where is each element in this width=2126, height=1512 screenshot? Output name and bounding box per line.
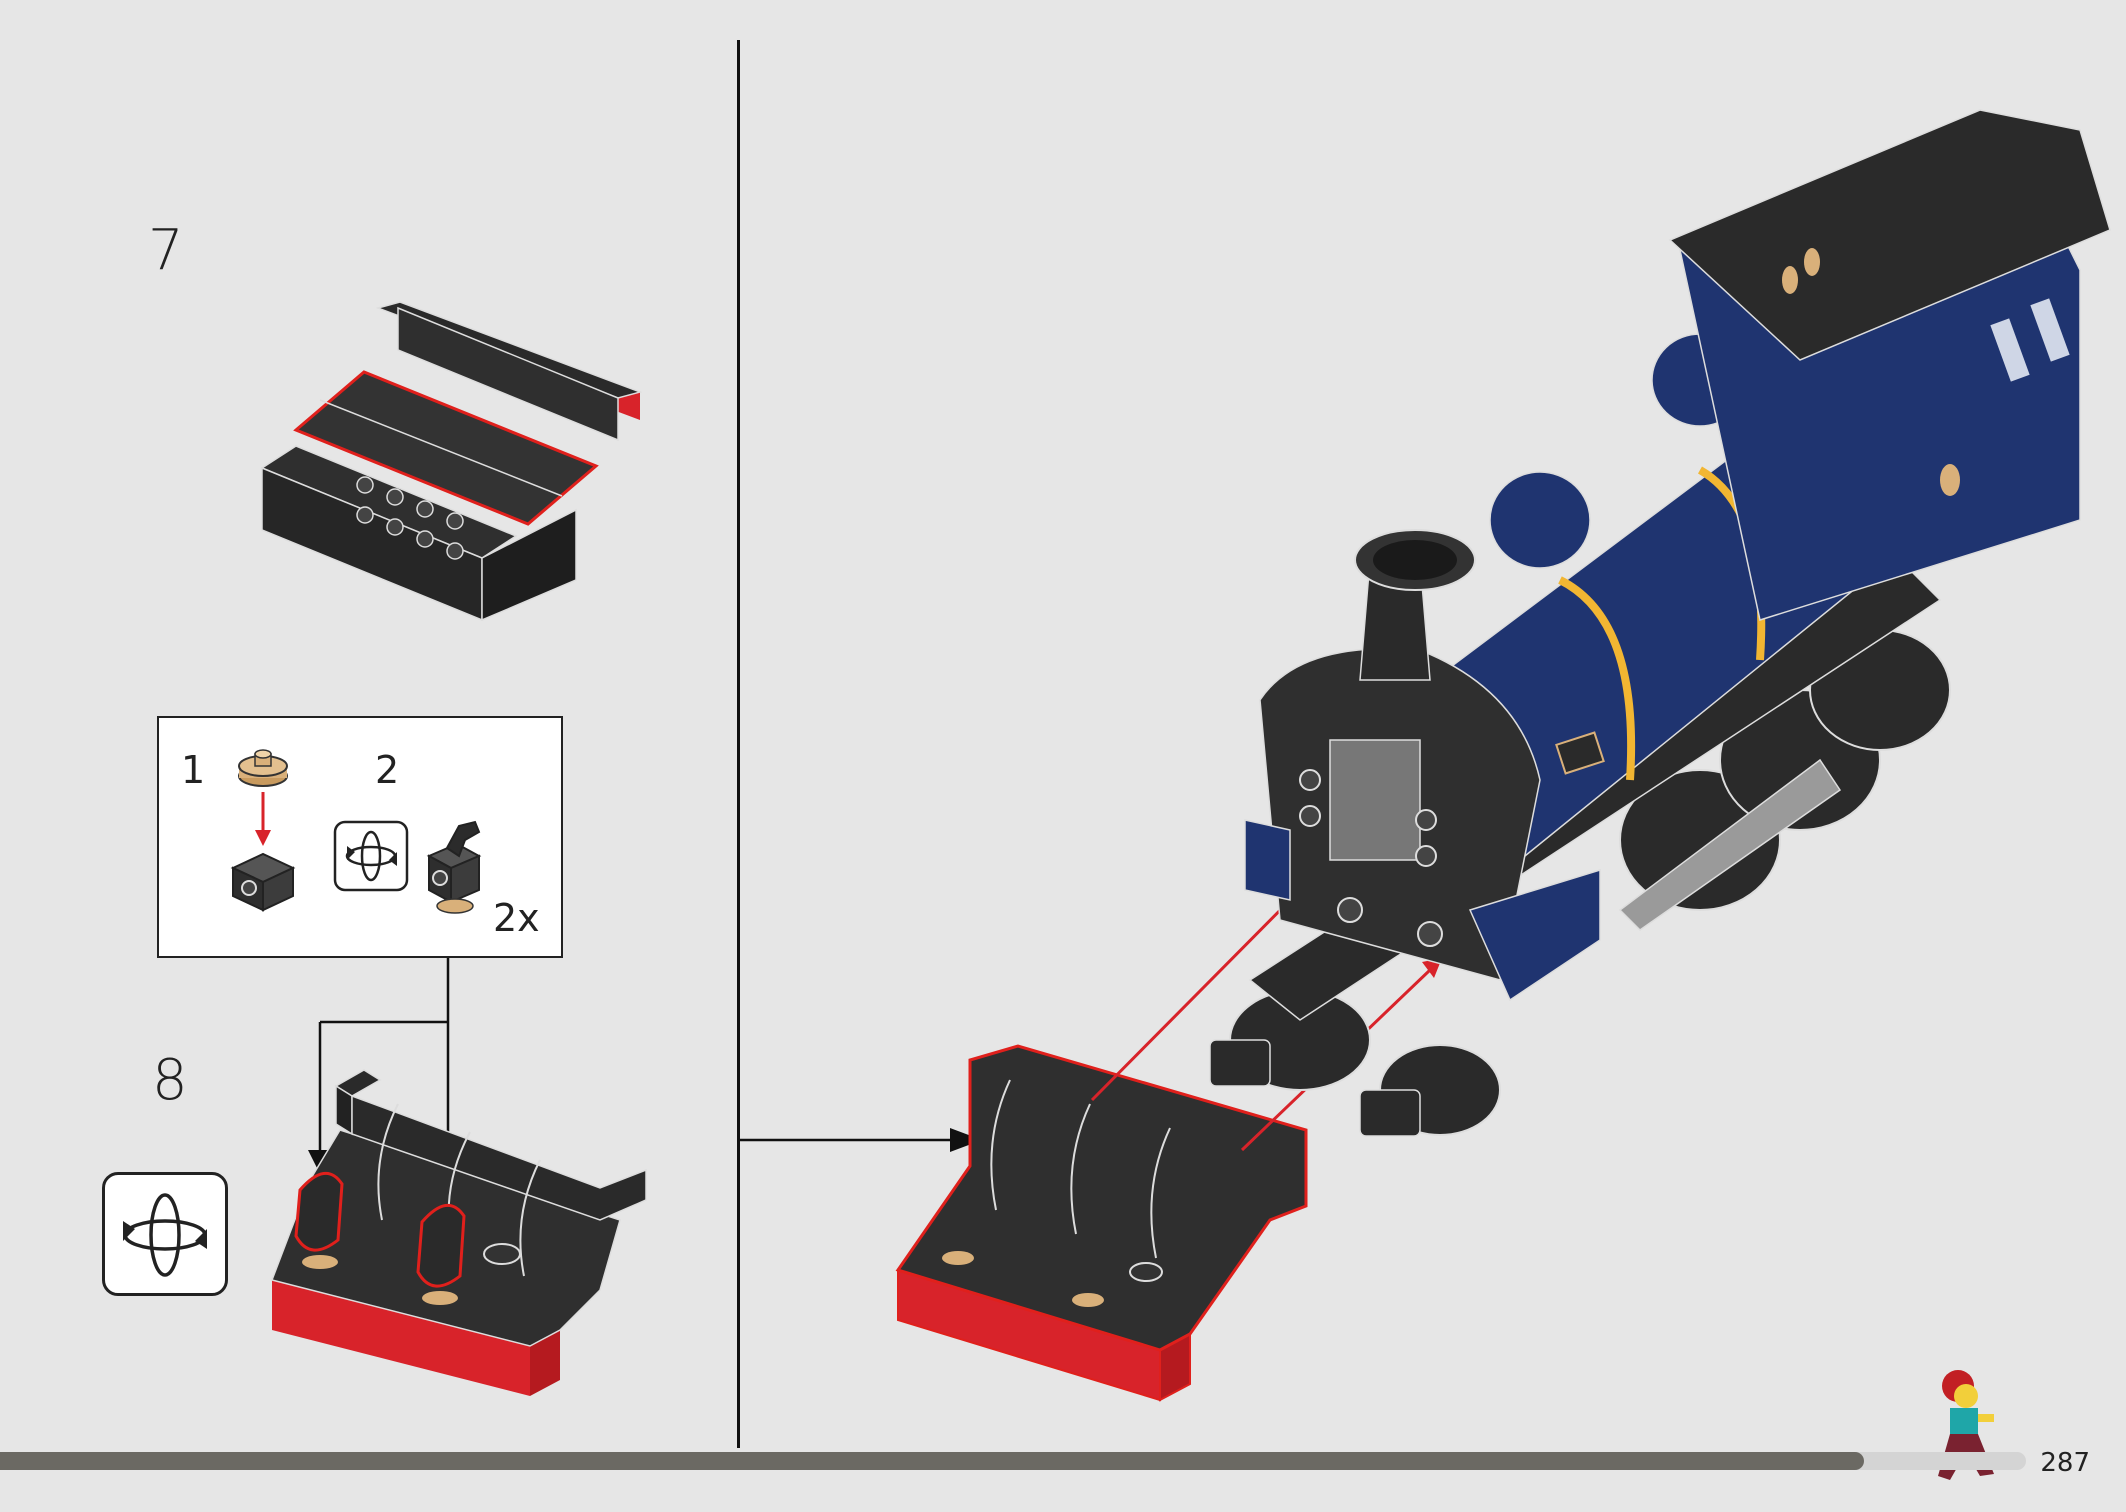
assembled-clip-brick-icon (426, 820, 482, 914)
callout-quantity: 2x (493, 896, 540, 940)
placed-buffer-beam (895, 1044, 1308, 1402)
step-number-7: 7 (148, 218, 184, 283)
step-number-8: 8 (152, 1048, 188, 1113)
callout-substep-2: 2 (375, 748, 400, 792)
placement-arrow (740, 1128, 982, 1152)
callout-illustrations (230, 749, 482, 914)
step7-assembly (260, 301, 643, 622)
attach-arrow-icon (255, 792, 271, 846)
rotate-model-box (102, 1172, 228, 1296)
callout-substep-1: 1 (181, 748, 206, 792)
rotate-icon (333, 820, 409, 892)
step8-assembly (271, 1069, 647, 1396)
progress-fill (0, 1452, 1864, 1470)
sub-assembly-callout: 1 2 2x (157, 716, 563, 958)
black-brick-icon (230, 852, 296, 912)
page-number: 287 (2040, 1448, 2090, 1478)
page-divider (737, 40, 740, 1448)
steam-locomotive (1209, 109, 2111, 1137)
tan-round-plate-icon (238, 749, 288, 787)
rotate-model-icon (123, 1193, 207, 1277)
